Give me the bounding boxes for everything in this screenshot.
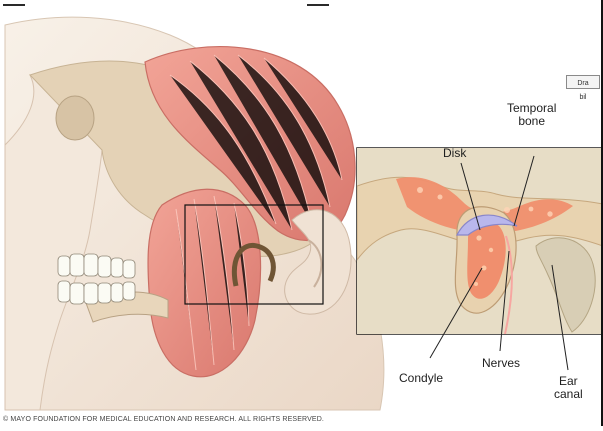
eye-socket <box>56 96 94 140</box>
label-disk: Disk <box>443 147 466 160</box>
top-mark-left <box>3 4 25 6</box>
label-nerves: Nerves <box>482 357 520 370</box>
label-temporal-bone: Temporal bone <box>507 102 556 128</box>
label-ear-canal: Ear canal <box>554 375 583 401</box>
draw-image-button[interactable]: Dra bil <box>566 75 600 89</box>
copyright-notice: © MAYO FOUNDATION FOR MEDICAL EDUCATION … <box>3 416 324 423</box>
top-mark-center <box>307 4 329 6</box>
label-condyle: Condyle <box>399 372 443 385</box>
